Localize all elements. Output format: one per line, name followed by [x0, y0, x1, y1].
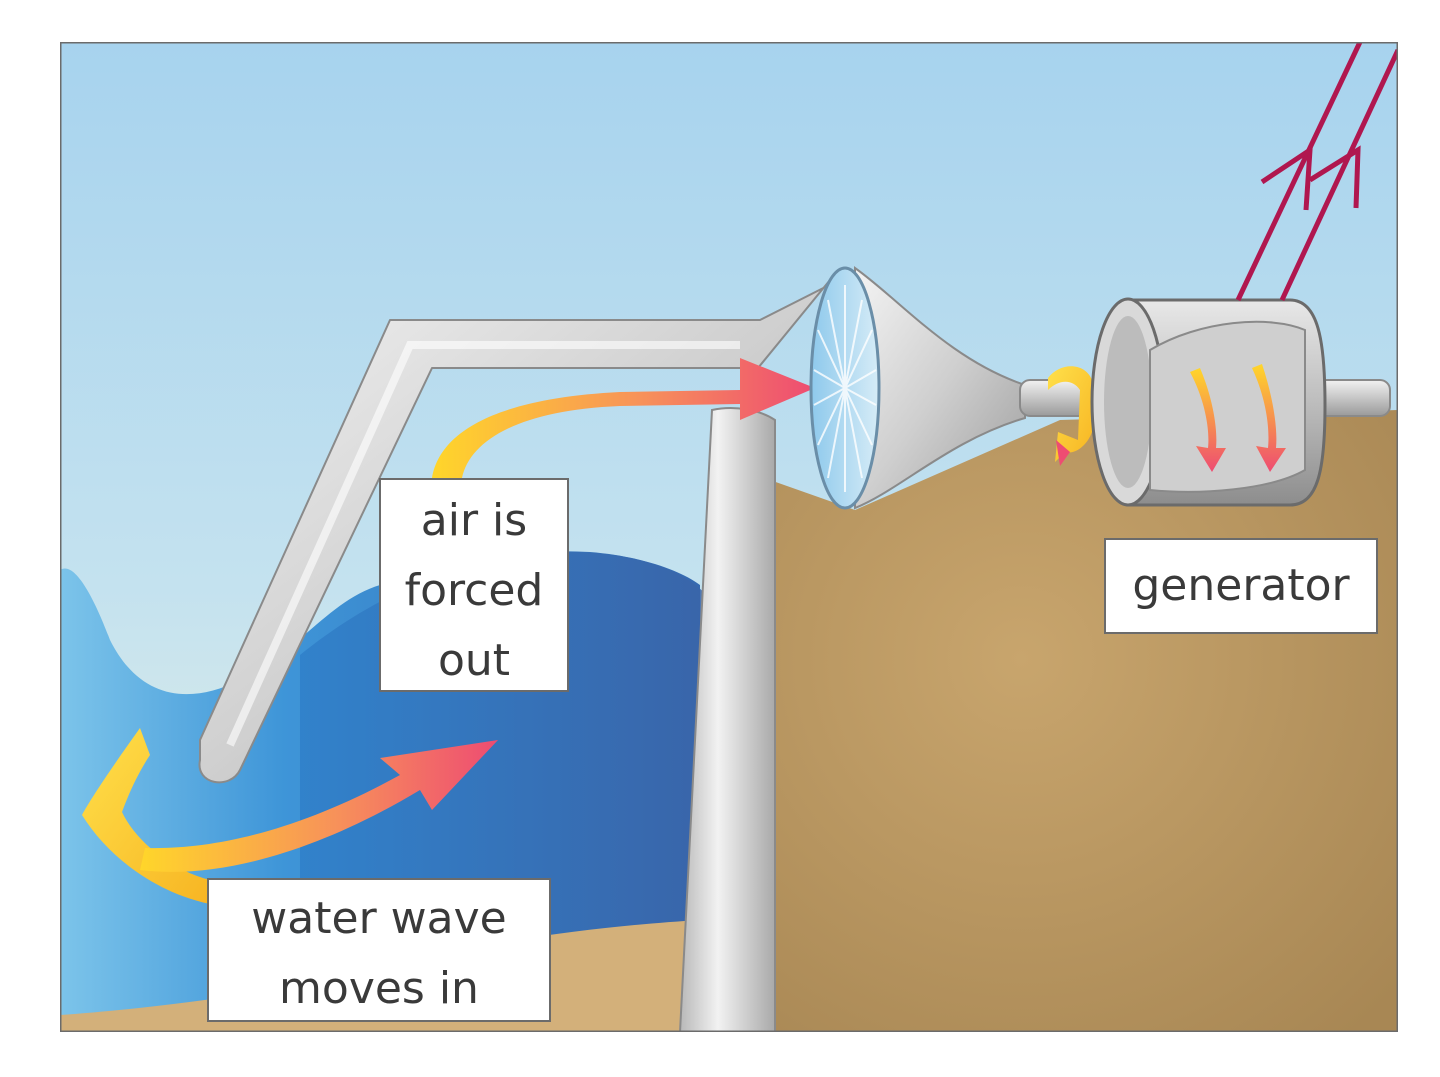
air-duct	[198, 271, 856, 784]
water-label-line-2: moves in	[279, 963, 479, 1014]
air-label-line-1: air is	[420, 495, 528, 546]
air-duct-highlight	[226, 341, 740, 747]
generator-label: generator	[1104, 538, 1378, 634]
incoming-water-arrow-yellow	[82, 728, 215, 905]
air-forced-out-label: air is forced out	[379, 478, 569, 692]
air-label-line-3: out	[437, 635, 511, 686]
air-label-line-2: forced	[404, 565, 544, 616]
turbine-icon	[809, 266, 881, 510]
water-wave-label: water wave moves in	[207, 878, 551, 1022]
water-flow-arrow	[140, 740, 498, 872]
power-output-lines	[1235, 42, 1398, 302]
generator-label-text: generator	[1132, 560, 1350, 611]
rotation-arrow-icon	[1048, 366, 1094, 466]
air-flow-arrow	[432, 358, 815, 478]
generator-icon	[1090, 297, 1327, 507]
water-label-line-1: water wave	[251, 893, 507, 944]
turbine-funnel	[854, 266, 1026, 510]
